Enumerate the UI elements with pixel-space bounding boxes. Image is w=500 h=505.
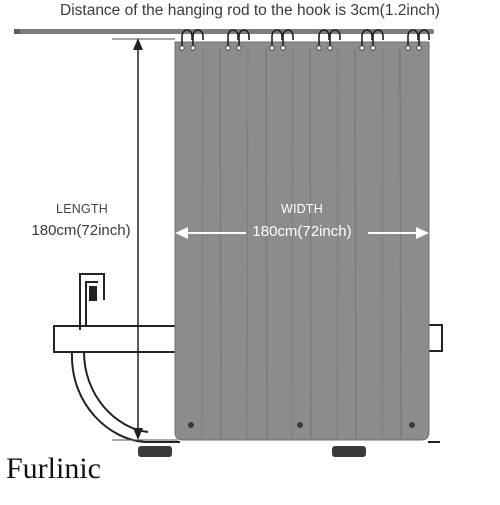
curtain-fold-line xyxy=(246,47,249,439)
curtain-hook xyxy=(407,29,419,48)
bottom-weight-grommet xyxy=(297,422,303,428)
hook-hole xyxy=(327,45,333,51)
hook-hole xyxy=(190,45,196,51)
bottom-weight-grommet xyxy=(188,422,194,428)
curtain-hook xyxy=(318,29,330,48)
curtain-hook xyxy=(418,29,430,48)
curtain-fold-line xyxy=(399,47,402,439)
curtain-fold-line xyxy=(309,47,312,439)
width-value: 180cm(72inch) xyxy=(252,223,352,240)
width-arrow-left xyxy=(175,227,188,239)
length-arrow-top xyxy=(133,38,143,50)
tub-feet xyxy=(138,446,366,457)
length-value: 180cm(72inch) xyxy=(31,222,131,239)
length-arrow-bottom xyxy=(133,428,143,440)
curtain-folds xyxy=(201,47,402,439)
curtain-hook xyxy=(238,29,250,48)
length-dimension xyxy=(112,38,178,441)
hook-hole xyxy=(236,45,242,51)
curtain-hook xyxy=(361,29,373,48)
curtain-hook xyxy=(181,29,193,48)
curtain-fold-line xyxy=(201,47,204,439)
hook-hole xyxy=(405,45,411,51)
curtain-hook xyxy=(227,29,239,48)
length-label: LENGTH xyxy=(56,202,108,216)
curtain-hook xyxy=(329,29,341,48)
hook-hole xyxy=(280,45,286,51)
curtain-hook xyxy=(271,29,283,48)
hook-hole xyxy=(225,45,231,51)
brand-logo-text: Furlinic xyxy=(6,452,101,485)
curtain-fold-line xyxy=(381,47,384,439)
hook-hole xyxy=(316,45,322,51)
curtain-hook xyxy=(192,29,204,48)
curtain-fold-line xyxy=(265,47,268,439)
hook-hole xyxy=(416,45,422,51)
width-label: WIDTH xyxy=(281,202,323,216)
width-dimension xyxy=(175,227,429,239)
hook-distance-note: Distance of the hanging rod to the hook … xyxy=(60,2,440,19)
curtain-fold-line xyxy=(336,47,339,439)
curtain-hook xyxy=(282,29,294,48)
curtain-grommets xyxy=(188,422,415,428)
curtain-hooks xyxy=(179,29,430,51)
curtain-fold-line xyxy=(354,47,357,439)
hook-hole xyxy=(370,45,376,51)
curtain-fold-line xyxy=(291,47,294,439)
hook-hole xyxy=(359,45,365,51)
curtain-fold-line xyxy=(219,47,222,439)
bottom-weight-grommet xyxy=(409,422,415,428)
hook-hole xyxy=(269,45,275,51)
width-arrow-right xyxy=(416,227,429,239)
shower-curtain xyxy=(174,41,430,441)
curtain-hook xyxy=(372,29,384,48)
hook-hole xyxy=(179,45,185,51)
